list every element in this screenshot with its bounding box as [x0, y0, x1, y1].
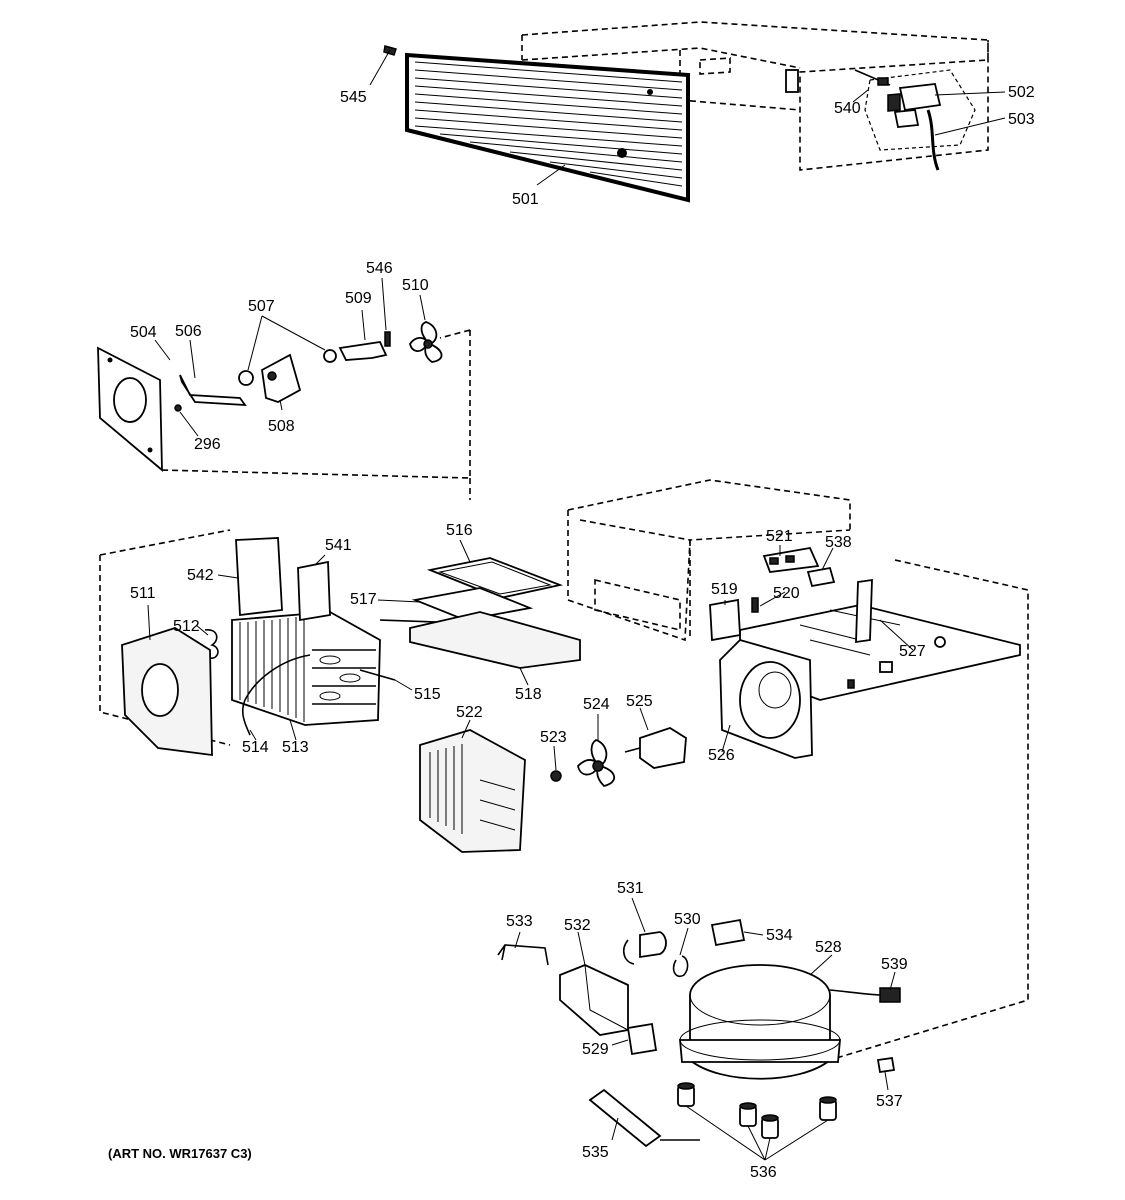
callout-515: 515 — [414, 686, 441, 703]
defrost-heater-514 — [242, 654, 311, 736]
clip-512 — [204, 629, 219, 659]
callout-506: 506 — [175, 323, 202, 340]
bracket-509 — [338, 341, 388, 361]
callout-527: 527 — [899, 643, 926, 660]
callout-511: 511 — [130, 585, 156, 602]
callout-522: 522 — [456, 704, 483, 721]
callout-530: 530 — [674, 911, 701, 928]
clamp-537 — [876, 1056, 896, 1074]
drain-pan-516 — [426, 557, 564, 599]
art-number: (ART NO. WR17637 C3) — [108, 1146, 252, 1161]
callout-540: 540 — [834, 100, 861, 117]
callout-538: 538 — [825, 534, 852, 551]
relay-529 — [626, 1022, 658, 1056]
callout-510: 510 — [402, 277, 429, 294]
rail-527 — [855, 578, 873, 644]
callout-523: 523 — [540, 729, 567, 746]
nut-523 — [550, 770, 562, 782]
callout-537: 537 — [876, 1093, 903, 1110]
callout-533: 533 — [506, 913, 533, 930]
compressor-528 — [679, 964, 841, 1080]
heater-clip-515 — [359, 669, 396, 681]
callout-531: 531 — [617, 880, 644, 897]
callout-517: 517 — [350, 591, 377, 608]
callout-labels: 545 501 502 503 540 504 506 507 508 509 … — [108, 84, 1035, 1181]
callout-513: 513 — [282, 739, 309, 756]
shroud-511 — [121, 627, 213, 757]
fan-motor-525 — [624, 727, 687, 769]
fan-assembly-outline — [159, 329, 471, 479]
callout-546: 546 — [366, 260, 393, 277]
callout-509: 509 — [345, 290, 372, 307]
screw-546 — [384, 331, 391, 347]
callout-536: 536 — [750, 1164, 777, 1181]
grommet-507 — [238, 349, 337, 386]
callout-529: 529 — [582, 1041, 609, 1058]
grommet-536 — [677, 1082, 837, 1139]
callout-545: 545 — [340, 89, 367, 106]
fan-motor-508 — [261, 353, 302, 403]
callout-526: 526 — [708, 747, 735, 764]
top-housing-outline — [521, 21, 989, 171]
callout-541: 541 — [325, 537, 352, 554]
callout-507: 507 — [248, 298, 275, 315]
callout-519: 519 — [711, 581, 738, 598]
bracket-506 — [179, 374, 247, 407]
callout-532: 532 — [564, 917, 591, 934]
leader-lines — [147, 49, 1006, 1161]
callout-534: 534 — [766, 927, 793, 944]
callout-296: 296 — [194, 436, 221, 453]
wire-540 — [854, 69, 891, 86]
clip-533 — [497, 944, 549, 966]
callout-518: 518 — [515, 686, 542, 703]
grille-501 — [405, 52, 690, 203]
evaporator-513 — [231, 611, 381, 726]
callout-516: 516 — [446, 522, 473, 539]
callout-503: 503 — [1008, 111, 1035, 128]
motor-bracket-526 — [719, 638, 813, 759]
damper-control-502 — [887, 83, 942, 128]
power-cord-539 — [829, 987, 901, 1003]
callout-524: 524 — [583, 696, 610, 713]
compartment-outline — [99, 478, 1029, 1061]
capillary-tube-503 — [926, 109, 940, 171]
connector-520 — [751, 597, 759, 613]
overload-534 — [710, 918, 746, 947]
relay-519 — [709, 598, 741, 642]
clip-530 — [672, 955, 689, 978]
callout-504: 504 — [130, 324, 157, 341]
insulation-541 — [297, 560, 331, 622]
overload-538 — [806, 566, 836, 588]
callout-521: 521 — [766, 528, 793, 545]
drier-535 — [588, 1088, 700, 1148]
callout-514: 514 — [242, 739, 269, 756]
callout-508: 508 — [268, 418, 295, 435]
callout-520: 520 — [773, 585, 800, 602]
fan-blade-510 — [409, 321, 443, 363]
callout-539: 539 — [881, 956, 908, 973]
callout-512: 512 — [173, 618, 200, 635]
callout-528: 528 — [815, 939, 842, 956]
callout-542: 542 — [187, 567, 214, 584]
insulation-542 — [235, 537, 283, 617]
capacitor-531 — [622, 931, 667, 965]
condenser-522 — [419, 729, 526, 853]
drain-pan-518 — [409, 611, 581, 669]
callout-502: 502 — [1008, 84, 1035, 101]
callout-525: 525 — [626, 693, 653, 710]
callout-535: 535 — [582, 1144, 609, 1161]
callout-501: 501 — [512, 191, 539, 208]
fan-blade-524 — [577, 739, 615, 787]
fan-bracket-504 — [97, 346, 163, 472]
screw-296 — [174, 404, 182, 412]
terminal-block-521 — [762, 546, 820, 573]
relay-box-532 — [559, 964, 629, 1036]
